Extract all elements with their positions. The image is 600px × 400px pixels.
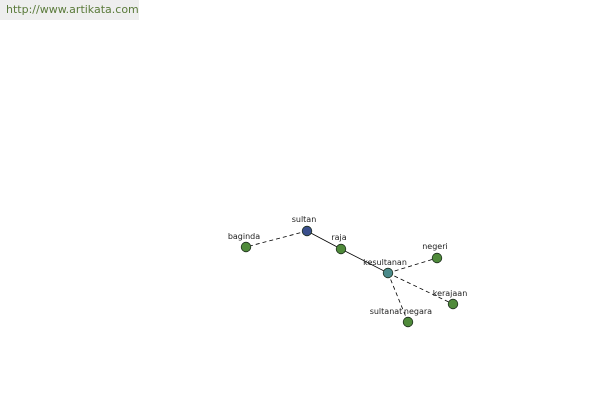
node-label-negeri[interactable]: negeri <box>422 242 448 251</box>
edge-kesultanan-negeri <box>387 257 438 274</box>
node-negeri[interactable] <box>431 252 443 264</box>
node-raja[interactable] <box>335 243 347 255</box>
source-url-text[interactable]: http://www.artikata.com <box>0 0 139 20</box>
node-label-baginda[interactable]: baginda <box>228 232 260 241</box>
node-label-kesultanan[interactable]: kesultanan <box>363 258 407 267</box>
edge-kesultanan-kerajaan <box>387 272 454 305</box>
nodes-layer <box>240 225 459 328</box>
node-label-sultanat[interactable]: sultanat <box>370 307 403 316</box>
edges-layer <box>245 230 454 323</box>
edge-sultan-raja <box>306 230 342 250</box>
node-label-raja[interactable]: raja <box>331 233 346 242</box>
node-sultan[interactable] <box>301 225 313 237</box>
node-label-negara[interactable]: negara <box>404 307 432 316</box>
node-baginda[interactable] <box>240 241 252 253</box>
node-sultanat[interactable] <box>402 316 414 328</box>
node-kerajaan[interactable] <box>447 298 459 310</box>
node-label-sultan[interactable]: sultan <box>292 215 317 224</box>
edge-sultan-baginda <box>245 230 308 248</box>
labels-layer: sultan baginda raja kesultanan negeri kerajaa… <box>228 215 467 316</box>
edge-raja-kesultanan <box>340 248 389 274</box>
node-label-kerajaan[interactable]: kerajaan <box>433 289 468 298</box>
edge-kesultanan-negara <box>387 272 409 323</box>
node-kesultanan[interactable] <box>382 267 394 279</box>
